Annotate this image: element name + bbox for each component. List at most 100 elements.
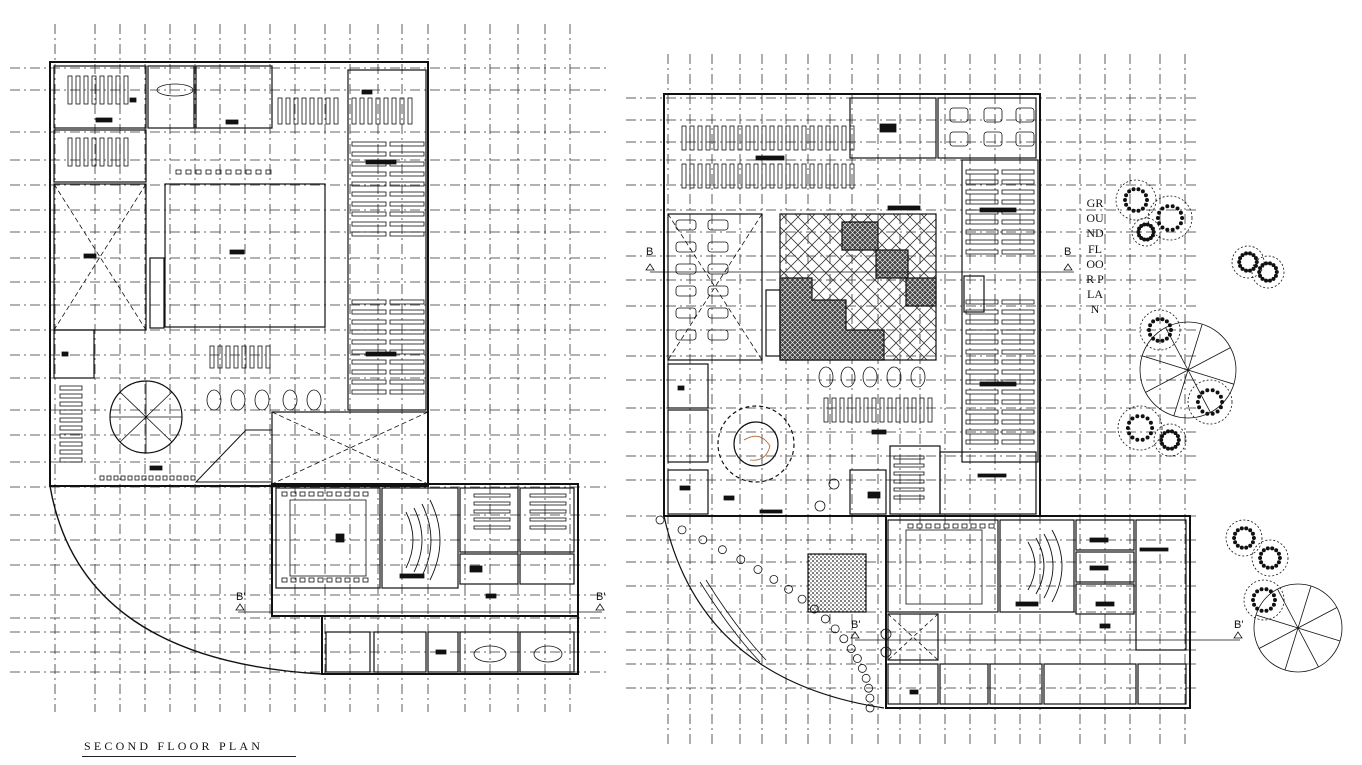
chair — [290, 577, 297, 583]
desk — [351, 151, 387, 157]
desk — [847, 397, 853, 423]
column-marker — [880, 646, 892, 658]
bollard — [736, 555, 746, 564]
tree-foliage — [1197, 405, 1202, 410]
bollard — [820, 614, 830, 624]
tree-foliage — [1125, 425, 1130, 430]
tree-foliage — [1244, 526, 1249, 531]
desk — [871, 397, 877, 423]
room-label-block — [759, 509, 783, 514]
desk — [59, 409, 83, 415]
desk — [67, 75, 73, 105]
room-label-block — [149, 465, 163, 471]
tree-foliage — [1150, 425, 1155, 430]
desk — [351, 171, 387, 177]
tree-branch — [1297, 627, 1341, 642]
tree-foliage — [1240, 266, 1245, 271]
tree-foliage — [1274, 269, 1279, 274]
tree-foliage — [1145, 197, 1150, 202]
room-label-block — [83, 253, 97, 259]
desk — [529, 525, 567, 530]
round-table — [840, 366, 856, 388]
room-label-block — [1015, 601, 1039, 607]
second-floor-grid — [10, 24, 610, 712]
tree-foliage — [1239, 526, 1244, 531]
column-marker — [814, 500, 826, 512]
section-label-ground-left: B — [646, 246, 654, 258]
room-label-block — [399, 573, 425, 579]
tree-foliage — [1215, 390, 1220, 395]
desk — [753, 163, 759, 189]
tree-foliage — [1148, 223, 1153, 228]
desk — [893, 455, 925, 460]
table-with-chairs — [983, 131, 1003, 147]
table-with-chairs — [675, 285, 697, 297]
tree-foliage — [1137, 226, 1142, 231]
desk — [801, 125, 807, 151]
desk — [389, 221, 425, 227]
desk — [99, 137, 105, 167]
desk — [389, 379, 425, 385]
desk — [965, 329, 999, 335]
room-label-block — [435, 649, 447, 655]
tree-branch — [1145, 369, 1189, 393]
tree-foliage — [1140, 189, 1145, 194]
desk — [277, 97, 283, 125]
desk — [249, 345, 255, 369]
tree-branch — [1187, 369, 1234, 385]
room-label-block — [677, 385, 685, 391]
desk — [681, 163, 687, 189]
tree-foliage — [1150, 226, 1155, 231]
tree-foliage — [1123, 197, 1128, 202]
chair — [299, 491, 306, 497]
tree-foliage — [1235, 528, 1240, 533]
chair — [245, 169, 252, 175]
tree-foliage — [1238, 263, 1243, 268]
desk — [389, 309, 425, 315]
tree-foliage — [1251, 536, 1256, 541]
tree-foliage — [1270, 565, 1275, 570]
chair — [344, 577, 351, 583]
chair — [943, 523, 950, 529]
tree-foliage — [1148, 420, 1153, 425]
tree-foliage — [1166, 429, 1171, 434]
tree-foliage — [1178, 210, 1183, 215]
bollard — [797, 594, 807, 604]
tree-canopy — [1117, 405, 1163, 451]
tree-foliage — [1233, 540, 1238, 545]
desk — [793, 125, 799, 151]
landscape-trees — [1115, 179, 1343, 673]
desk — [1001, 389, 1035, 395]
section-label-ground-lower-right: B' — [1234, 619, 1244, 631]
desk — [737, 125, 743, 151]
desk — [383, 97, 389, 125]
tree-foliage — [1160, 225, 1165, 230]
tree-branch — [1187, 369, 1211, 413]
desk — [473, 509, 511, 514]
room-label-block — [1099, 623, 1111, 629]
desk — [473, 525, 511, 530]
chair — [961, 523, 968, 529]
desk — [809, 163, 815, 189]
tree-foliage — [1131, 208, 1136, 213]
desk — [817, 163, 823, 189]
desk — [389, 171, 425, 177]
desk — [965, 319, 999, 325]
tree-foliage — [1255, 589, 1260, 594]
desk — [317, 97, 323, 125]
chair — [353, 577, 360, 583]
tree-foliage — [1264, 587, 1269, 592]
bollard — [861, 673, 871, 683]
room-label-block — [679, 485, 691, 491]
tree-branch — [1165, 327, 1189, 371]
chair — [175, 169, 182, 175]
bollard — [839, 634, 849, 644]
tree-foliage — [1233, 531, 1238, 536]
tree-foliage — [1140, 414, 1145, 419]
tree-foliage — [1268, 606, 1273, 611]
tree-branch — [1284, 627, 1299, 671]
chair — [362, 577, 369, 583]
room-label-block — [61, 351, 69, 357]
bollard — [809, 604, 819, 614]
table-with-chairs — [675, 307, 697, 319]
